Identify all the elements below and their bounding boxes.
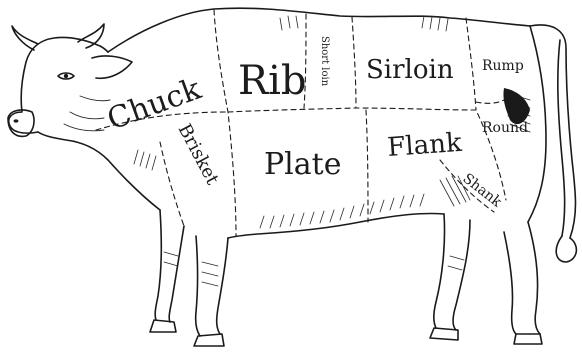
fore-leg-front (155, 210, 184, 322)
shoulder-hatching (134, 150, 156, 170)
cutline-rump-round (476, 100, 504, 103)
cow-haunch (528, 26, 546, 222)
back-hatching (280, 16, 448, 31)
label-round: Round (482, 120, 528, 136)
label-rib: Rib (238, 58, 307, 104)
label-sirloin: Sirloin (366, 55, 454, 85)
tail-tip (556, 236, 576, 262)
right-horn (78, 24, 104, 48)
fore-leg-rear (196, 236, 228, 336)
cutline-plate-flank (366, 110, 368, 222)
cutline-brisket-leg (160, 142, 184, 226)
cut-lines (96, 10, 506, 236)
fore-hoof-front (150, 320, 176, 332)
cow-tail (530, 25, 576, 238)
hind-leg-front (434, 214, 470, 330)
neck-folds (64, 96, 110, 131)
hind-leg-rear (504, 222, 540, 334)
cutline-chuck-rib (214, 10, 236, 236)
cutline-shortloin-sirloin (352, 17, 356, 108)
cow-ear (92, 56, 132, 78)
belly-hatching (260, 194, 424, 228)
fore-hoof-rear (194, 334, 224, 346)
label-brisket: Brisket (174, 120, 224, 188)
label-plate: Plate (264, 147, 341, 182)
label-flank: Flank (386, 128, 463, 163)
eye-pupil (64, 74, 68, 78)
nostril (14, 119, 19, 122)
label-rump: Rump (482, 58, 524, 74)
label-short-loin: Short loin (319, 36, 330, 87)
hind-hoof-front (430, 328, 458, 340)
cow-chest (38, 132, 160, 210)
cut-labels: Chuck Rib Short loin Sirloin Rump Round … (103, 36, 528, 211)
rump-shadow (503, 88, 530, 124)
label-shank: Shank (460, 171, 505, 211)
cutline-sirloin-rump (466, 18, 476, 110)
leg-hatching (164, 252, 464, 286)
hind-hoof-rear (514, 334, 542, 344)
cow-back-line (108, 8, 530, 52)
